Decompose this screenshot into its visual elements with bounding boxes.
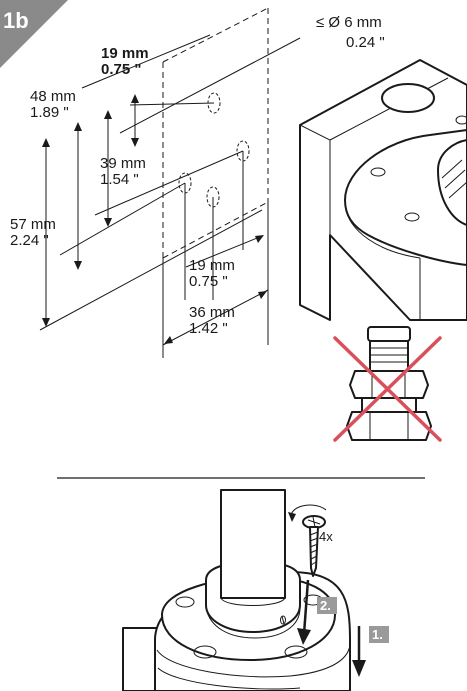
figure-label-text: 1b xyxy=(3,8,29,33)
drilling-template xyxy=(162,7,269,259)
dim-57-mm: 57 mm xyxy=(10,216,56,233)
dim-19-bottom-in: 0.75 " xyxy=(189,273,228,290)
dimension-extension-lines xyxy=(39,34,301,358)
step-one-arrow: 1. xyxy=(352,626,389,677)
figure-label: 1b xyxy=(0,0,68,68)
step-two-label: 2. xyxy=(320,598,331,613)
dim-19-top-mm: 19 mm xyxy=(101,45,149,62)
hole-diameter-in: 0.24 " xyxy=(346,34,385,51)
prohibited-fitting xyxy=(333,326,442,442)
flange-hole xyxy=(175,596,195,608)
dim-57-in: 2.24 " xyxy=(10,232,49,249)
mounting-bracket xyxy=(299,59,467,321)
flange-hole xyxy=(284,645,308,659)
dimension-labels: ≤ Ø 6 mm 0.24 " 19 mm 0.75 " 48 mm 1.89 … xyxy=(10,14,385,337)
dim-36-mm: 36 mm xyxy=(189,304,235,321)
dim-19-top-in: 0.75 " xyxy=(101,61,141,78)
step-one-label: 1. xyxy=(372,627,383,642)
hole-diameter-mm: ≤ Ø 6 mm xyxy=(316,14,382,31)
prohibited-cross-line xyxy=(333,336,442,442)
dim-19-bottom-mm: 19 mm xyxy=(189,257,235,274)
dim-39-in: 1.54 " xyxy=(100,171,139,188)
dim-36-in: 1.42 " xyxy=(189,320,228,337)
pole-flange-assembly xyxy=(122,489,351,691)
flange-hole xyxy=(193,645,217,659)
dim-39-mm: 39 mm xyxy=(100,155,146,172)
step-two-arrow: 2. xyxy=(297,579,337,645)
screw-icon: 4x xyxy=(288,504,333,577)
dimension-arrows xyxy=(42,94,269,346)
screw-count: 4x xyxy=(319,529,333,544)
dim-48-in: 1.89 " xyxy=(30,104,69,121)
dim-48-mm: 48 mm xyxy=(30,88,76,105)
